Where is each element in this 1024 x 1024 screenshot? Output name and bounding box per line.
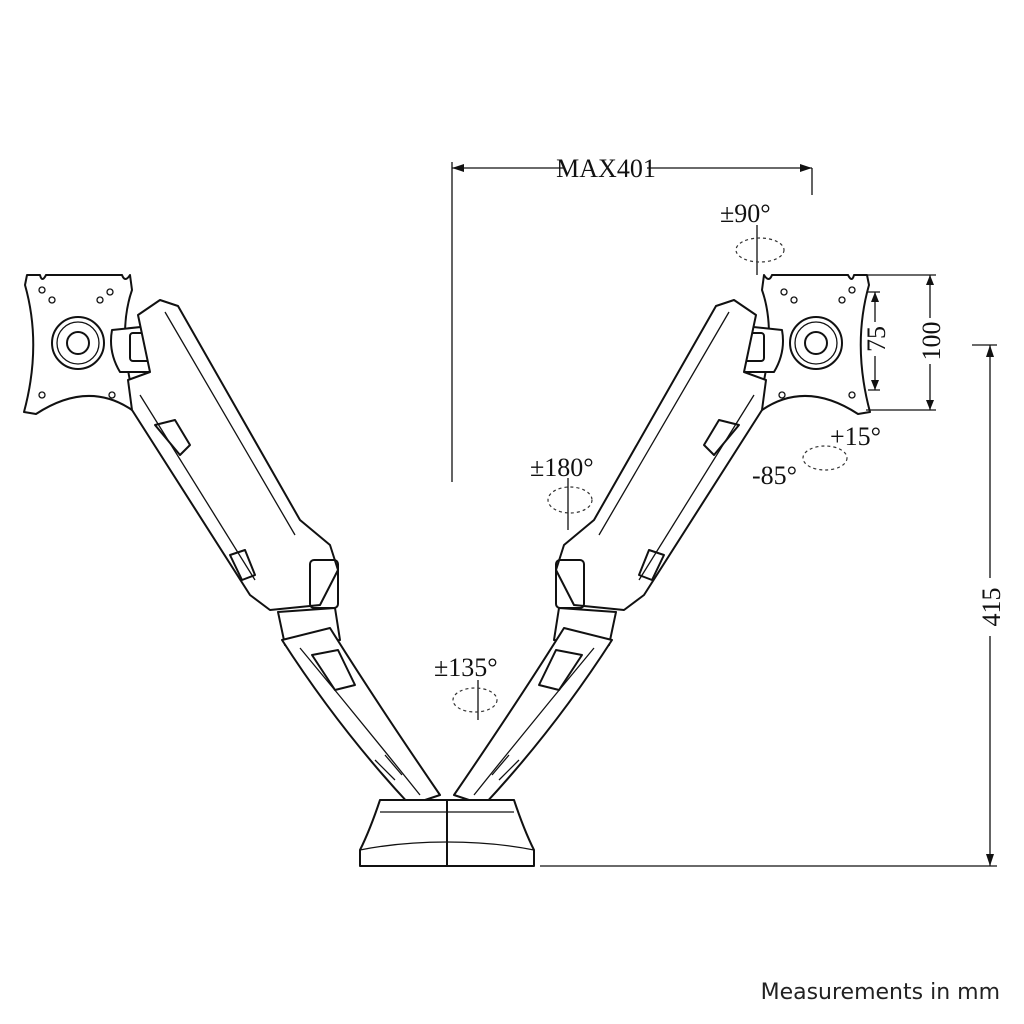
tilt-arrow-icon xyxy=(802,445,848,471)
max-reach-label: MAX401 xyxy=(556,154,656,183)
arm-swivel-label: ±180° xyxy=(530,453,594,482)
tilt-up-label: +15° xyxy=(830,422,881,451)
vesa-100-label: 100 xyxy=(917,322,946,361)
base-swivel-arrow-icon xyxy=(452,687,498,713)
base-swivel-label: ±135° xyxy=(434,653,498,682)
right-arm-assembly xyxy=(446,274,871,867)
rotation-label: ±90° xyxy=(720,199,771,228)
vesa-75-label: 75 xyxy=(862,326,891,352)
left-arm-assembly xyxy=(23,274,448,867)
height-label: 415 xyxy=(977,588,1006,627)
measurement-caption: Measurements in mm xyxy=(760,980,1000,1005)
rotation-arrow-icon xyxy=(735,237,785,263)
tilt-down-label: -85° xyxy=(752,461,797,490)
arm-swivel-arrow-icon xyxy=(547,486,593,514)
